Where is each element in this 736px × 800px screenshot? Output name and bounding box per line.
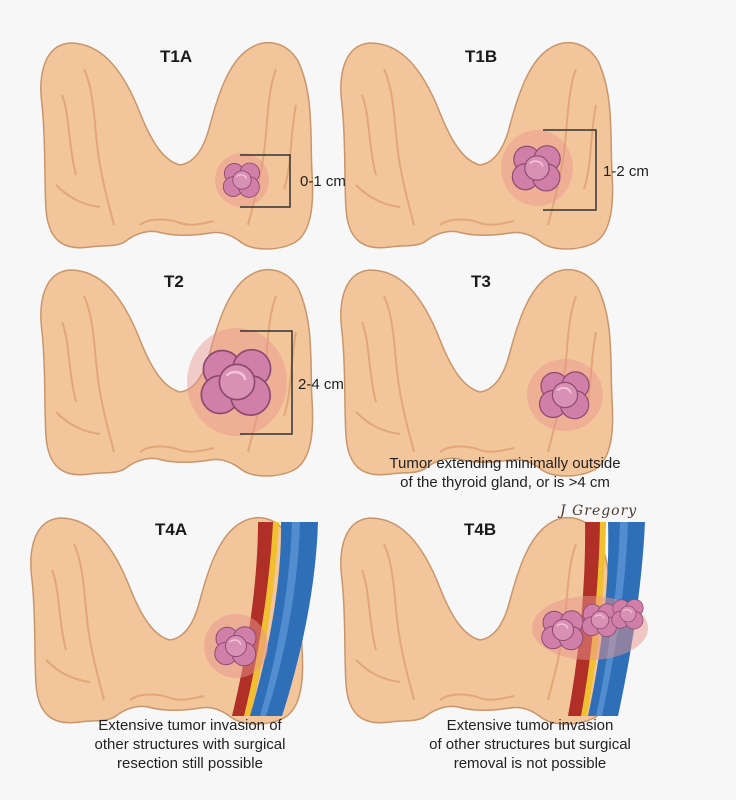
label-t1b: T1B: [465, 47, 498, 66]
bracket-t1b: [543, 129, 597, 211]
caption-t3-line-2: of the thyroid gland, or is >4 cm: [400, 474, 610, 491]
thyroid-t1b: [339, 41, 614, 250]
tumor-t1a: [215, 153, 269, 207]
caption-t4b-line-2: of other structures but surgical: [429, 736, 631, 753]
caption-t4a-line-2: other structures with surgical: [94, 736, 286, 753]
caption-t4b-line-1: Extensive tumor invasion: [446, 717, 614, 734]
label-t3: T3: [471, 272, 491, 291]
bracket-t2: [240, 330, 293, 435]
measure-t1b: 1-2 cm: [603, 163, 649, 180]
tumor-t3: [527, 359, 603, 431]
tumor-t1b: [501, 130, 573, 206]
tumor-t2: [187, 328, 287, 436]
bracket-t1a: [240, 154, 291, 208]
caption-t4b: Extensive tumor invasion of other struct…: [380, 716, 680, 773]
thyroid-t1a: [39, 41, 314, 250]
label-t4a: T4A: [155, 520, 188, 539]
tumor-t4a: [204, 614, 268, 678]
caption-t4a: Extensive tumor invasion of other struct…: [45, 716, 335, 773]
label-t2: T2: [164, 272, 184, 291]
caption-t3-line-1: Tumor extending minimally outside: [389, 455, 621, 472]
caption-t4a-line-3: resection still possible: [117, 755, 263, 772]
caption-t4a-line-1: Extensive tumor invasion of: [98, 717, 282, 734]
artist-signature: J Gregory: [560, 503, 638, 519]
label-t1a: T1A: [160, 47, 193, 66]
caption-t4b-line-3: removal is not possible: [453, 755, 607, 772]
caption-t3: Tumor extending minimally outside of the…: [330, 454, 680, 492]
measure-t2: 2-4 cm: [298, 376, 344, 393]
label-t4b: T4B: [464, 520, 497, 539]
measure-t1a: 0-1 cm: [300, 173, 346, 190]
tumor-t4b: [532, 596, 648, 660]
